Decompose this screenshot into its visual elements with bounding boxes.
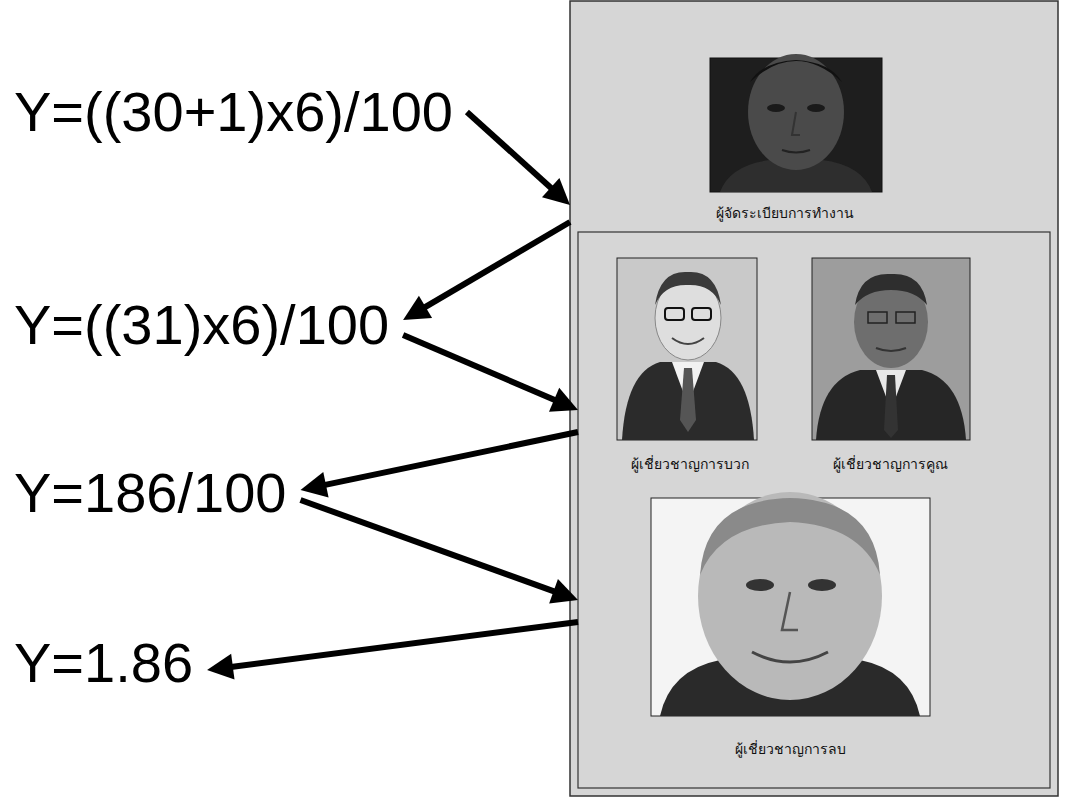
equation-text: Y=1.86 bbox=[10, 631, 197, 695]
arrow-shaft bbox=[403, 335, 556, 401]
photo-panel: ผู้เชี่ยวชาญการลบ bbox=[580, 486, 1048, 786]
photo-caption: ผู้เชี่ยวชาญการคูณ bbox=[831, 455, 950, 473]
arrow-shaft bbox=[467, 112, 552, 189]
equation-node: Y=((31)x6)/100 bbox=[10, 293, 393, 357]
arrow-head bbox=[549, 579, 578, 603]
arrow-shaft bbox=[300, 500, 555, 592]
equation-text: Y=186/100 bbox=[10, 461, 290, 525]
equation-node: Y=((30+1)x6)/100 bbox=[10, 80, 457, 144]
addition-expert-photo bbox=[617, 258, 757, 440]
flow-arrow bbox=[403, 335, 578, 412]
flow-arrow bbox=[300, 500, 578, 603]
outer-panel bbox=[570, 1, 1058, 796]
arrow-head bbox=[549, 388, 578, 412]
flow-arrow bbox=[300, 432, 578, 497]
photo-caption: ผู้เชี่ยวชาญการบวก bbox=[629, 455, 751, 473]
flow-arrow bbox=[403, 222, 570, 320]
arrow-head bbox=[207, 654, 234, 680]
organizer-photo bbox=[710, 54, 882, 192]
subtraction-expert-photo bbox=[651, 492, 930, 716]
flow-arrow bbox=[207, 622, 578, 680]
equation-node: Y=1.86 bbox=[10, 631, 197, 695]
arrow-head bbox=[403, 296, 432, 320]
flow-arrow bbox=[467, 112, 570, 205]
equation-text: Y=((30+1)x6)/100 bbox=[10, 80, 457, 144]
photo-caption: ผู้จัดระเบียบการทำงาน bbox=[714, 204, 856, 222]
arrow-head bbox=[542, 178, 570, 205]
arrow-head bbox=[300, 472, 328, 497]
arrow-shaft bbox=[324, 432, 578, 485]
photo-caption: ผู้เชี่ยวชาญการลบ bbox=[733, 740, 848, 758]
multiplication-expert-photo bbox=[812, 258, 970, 440]
equation-node: Y=186/100 bbox=[10, 461, 290, 525]
photo-panel: ผู้เชี่ยวชาญการคูณ bbox=[785, 236, 1048, 486]
arrow-shaft bbox=[231, 622, 578, 667]
inner-panel bbox=[578, 232, 1050, 788]
equation-text: Y=((31)x6)/100 bbox=[10, 293, 393, 357]
arrow-shaft bbox=[424, 222, 570, 308]
photo-panel: ผู้จัดระเบียบการทำงาน bbox=[572, 2, 1058, 230]
photo-panel: ผู้เชี่ยวชาญการบวก bbox=[580, 236, 785, 486]
